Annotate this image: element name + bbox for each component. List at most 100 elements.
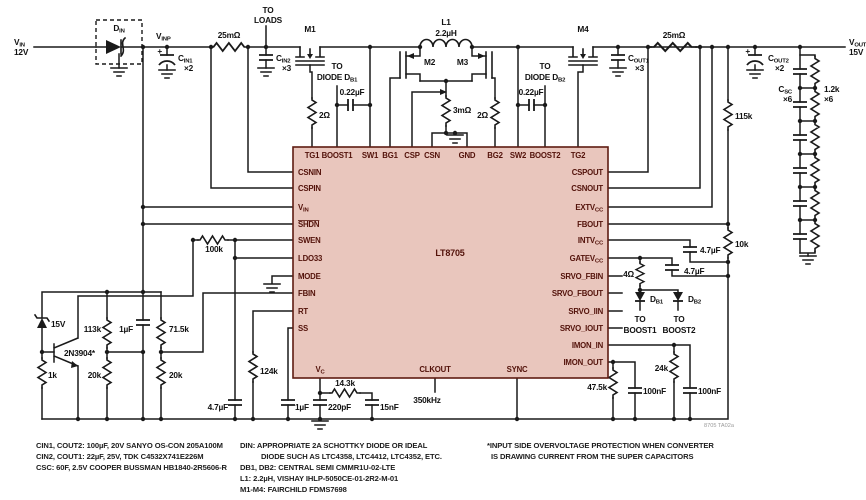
m1-mosfet-icon <box>295 46 325 66</box>
gatevcc-cap-icon <box>664 264 680 271</box>
figure-id-watermark: 8705 TA02a <box>704 423 735 429</box>
r1k-value: 1k <box>48 370 57 380</box>
din-diode-icon <box>106 40 121 54</box>
pin-fbin: FBIN <box>298 289 316 298</box>
imon-in-resistor-icon <box>669 351 679 383</box>
c1uf-value: 1µF <box>119 324 133 334</box>
pin-sw1: SW1 <box>362 151 379 160</box>
tg1-gate-resistor-icon <box>307 97 317 129</box>
gatevcc-resistor-value: 4Ω <box>623 269 634 279</box>
pin-mode: MODE <box>298 272 321 281</box>
to-diode-db1-2: DIODE DB1 <box>317 72 358 84</box>
pin-clkout: CLKOUT <box>419 365 451 374</box>
to-diode-db2-1: TO <box>540 61 552 71</box>
r-20k-b-icon <box>156 357 166 389</box>
component-symbols <box>33 19 820 430</box>
imon-out-resistor-icon <box>608 367 618 399</box>
vout-value: 15V <box>849 47 864 57</box>
r71k5-value: 71.5k <box>169 324 189 334</box>
q1-label: 2N3904* <box>64 348 96 358</box>
component-labels: VIN 12V DIN VINP + CIN1 ×2 25mΩ TO LOADS… <box>14 5 866 412</box>
pin-csp: CSP <box>404 151 419 160</box>
pin-gatevcc: GATEVCC <box>570 254 604 265</box>
r-124k-icon <box>248 351 258 383</box>
cout1-mult: ×3 <box>635 63 645 73</box>
pin-extvcc: EXTVCC <box>575 203 604 214</box>
c-220pf-icon <box>312 399 328 406</box>
input-sense-value: 25mΩ <box>218 30 241 40</box>
rfb-top-value: 115k <box>735 111 753 121</box>
boost2-cap-icon <box>528 99 535 111</box>
vout-label: VOUT <box>849 37 866 49</box>
to-boost2-1: TO <box>674 314 686 324</box>
note-db: DB1, DB2: CENTRAL SEMI CMMR1U-02-LTE <box>240 463 395 472</box>
note-din-2: DIODE SUCH AS LTC4358, LTC4412, LTC4352,… <box>261 452 442 461</box>
note-ovp-2: IS DRAWING CURRENT FROM THE SUPER CAPACI… <box>491 452 694 461</box>
cout2-label: COUT2 <box>768 53 790 65</box>
cout1-label: COUT1 <box>628 53 650 65</box>
pin-srvo-iout: SRVO_IOUT <box>560 324 604 333</box>
to-boost2-2: BOOST2 <box>663 325 697 335</box>
pin-csnout: CSNOUT <box>571 184 603 193</box>
tg1-resistor-value: 2Ω <box>319 110 330 120</box>
m4-mosfet-icon <box>568 46 598 66</box>
cout2-cap-icon <box>746 54 764 66</box>
zener-value: 15V <box>51 319 66 329</box>
imon-in-cap-icon <box>682 387 698 394</box>
pin-rt: RT <box>298 307 308 316</box>
vc-resistor-value: 14.3k <box>335 378 355 388</box>
cin2-cap-icon <box>258 54 274 61</box>
gatevcc-resistor-icon <box>635 261 645 287</box>
boost1-cap-value: 0.22µF <box>340 87 365 97</box>
cout2-mult: ×2 <box>775 63 785 73</box>
r-1k-icon <box>37 357 47 389</box>
csc-label: CSC <box>778 84 793 96</box>
pin-swen: SWEN <box>298 236 321 245</box>
m1-label: M1 <box>304 24 316 34</box>
rfb-bot-value: 10k <box>735 239 749 249</box>
note-l1: L1: 2.2µH, VISHAY IHLP-5050CE-01-2R2-M-0… <box>240 474 399 483</box>
rbal-mult: ×6 <box>824 94 834 104</box>
c-ss-icon <box>280 399 296 406</box>
ic-pin-labels: TG1 BOOST1 SW1 BG1 CSP CSN GND BG2 SW2 B… <box>298 151 604 376</box>
din-label: DIN <box>113 23 124 35</box>
pin-boost1: BOOST1 <box>322 151 354 160</box>
pin-tg1: TG1 <box>305 151 320 160</box>
m2-mosfet-icon <box>399 51 414 79</box>
output-sense-value: 25mΩ <box>663 30 686 40</box>
cin2-mult: ×3 <box>282 63 292 73</box>
vc-cap2-value: 15nF <box>380 402 399 412</box>
vinp-label: VINP <box>156 31 171 43</box>
pin-bg2: BG2 <box>487 151 503 160</box>
r100k-value: 100k <box>205 244 223 254</box>
pin-csn: CSN <box>424 151 440 160</box>
pin-ss: SS <box>298 324 308 333</box>
cout1-cap-icon <box>610 54 626 61</box>
note-ovp-1: *INPUT SIDE OVERVOLTAGE PROTECTION WHEN … <box>487 441 714 450</box>
pin-cspout: CSPOUT <box>572 168 604 177</box>
r20k-a-value: 20k <box>88 370 102 380</box>
fbout-bottom-resistor-icon <box>723 227 733 259</box>
pin-boost2: BOOST2 <box>530 151 562 160</box>
l1-inductor-icon <box>419 38 473 48</box>
c-1uf-icon <box>135 319 151 326</box>
lt8705-ic <box>292 146 609 379</box>
db1-diode-icon <box>634 291 646 302</box>
pin-bg1: BG1 <box>382 151 398 160</box>
rbal-value: 1.2k <box>824 84 840 94</box>
r-113k-icon <box>102 317 112 349</box>
pin-imon-out: IMON_OUT <box>563 358 603 367</box>
pin-srvo-fbin: SRVO_FBIN <box>560 272 603 281</box>
ideal-diode-box <box>95 19 143 65</box>
imon-in-cap-value: 100nF <box>698 386 721 396</box>
l1-label: L1 <box>441 17 451 27</box>
imon-in-resistor-value: 24k <box>655 363 669 373</box>
db1-label: DB1 <box>650 294 664 306</box>
cin1-label: CIN1 <box>178 53 193 65</box>
to-boost1-1: TO <box>635 314 647 324</box>
pin-sw2: SW2 <box>510 151 527 160</box>
imon-out-cap-icon <box>627 387 643 394</box>
to-diode-db2-2: DIODE DB2 <box>525 72 566 84</box>
r-20k-a-icon <box>102 357 112 389</box>
